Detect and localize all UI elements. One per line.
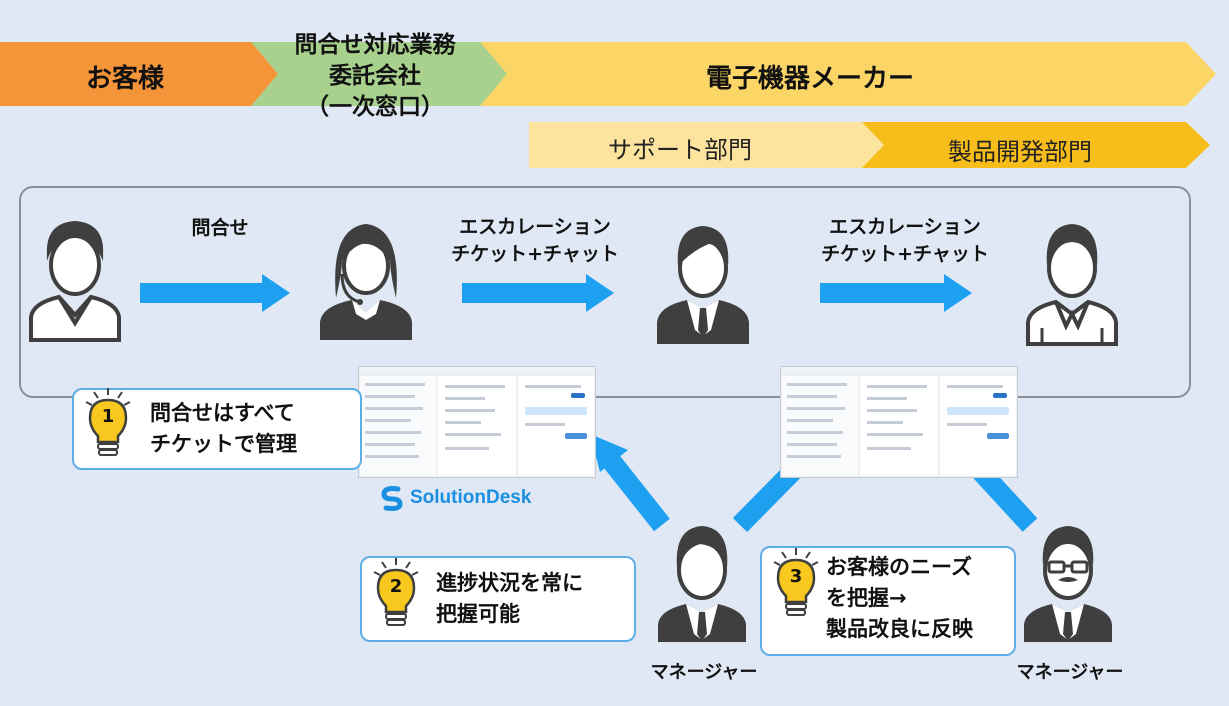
callout-text: 進捗状況を常に 把握可能 [436,571,583,626]
customer-band [0,42,278,106]
callout-1: 1 問合せはすべて チケットで管理 [72,388,362,470]
solutiondesk-screen-1 [358,366,596,478]
manager-label-left: マネージャー [650,662,758,683]
escalation-label-2: エスカレーション チケット+チャット [821,216,989,265]
manager-icon [658,526,746,642]
screen-mockup [781,367,1017,477]
lightbulb-icon [773,548,819,616]
callout-number: 1 [101,406,115,427]
lightbulb-icon [85,388,131,456]
person-icon [29,221,121,342]
dev-band [862,122,1210,168]
support-dept-label: サポート部門 [608,136,752,164]
arrow-escalation-1 [462,274,614,312]
callout-number: 3 [789,566,803,587]
manager-icon [1024,526,1112,642]
outsourcer-label: 問合せ対応業務 委託会社 （一次窓口） [294,32,456,120]
arrow-manager1-to-screen1 [590,434,670,532]
solutiondesk-logo: SolutionDesk [380,484,531,512]
staff-icon [657,226,749,344]
maker-band [455,42,1216,106]
header-bands [0,42,1216,168]
solutiondesk-screen-2 [780,366,1018,478]
arrow-escalation-2 [820,274,972,312]
inquiry-label: 問合せ [191,217,249,239]
manager-label-right: マネージャー [1016,662,1124,683]
arrow-inquiry [140,274,290,312]
logo-text: SolutionDesk [410,487,532,508]
callout-text: 問合せはすべて チケットで管理 [150,401,297,456]
customer-label: お客様 [85,64,164,94]
outsourcer-band [251,42,507,106]
callout-text: お客様のニーズ を把握→ 製品改良に反映 [826,555,973,641]
flow-frame [19,186,1191,398]
callout-2: 2 進捗状況を常に 把握可能 [360,556,636,642]
screen-mockup [359,367,595,477]
support-band [529,122,906,168]
operator-icon [320,224,412,340]
escalation-label-1: エスカレーション チケット+チャット [451,216,619,265]
maker-label: 電子機器メーカー [705,64,914,94]
logo-icon [381,486,403,511]
callout-number: 2 [389,576,403,597]
engineer-icon [1026,224,1118,346]
lightbulb-icon [373,558,419,626]
callout-3: 3 お客様のニーズ を把握→ 製品改良に反映 [760,546,1016,656]
dev-dept-label: 製品開発部門 [948,138,1092,166]
